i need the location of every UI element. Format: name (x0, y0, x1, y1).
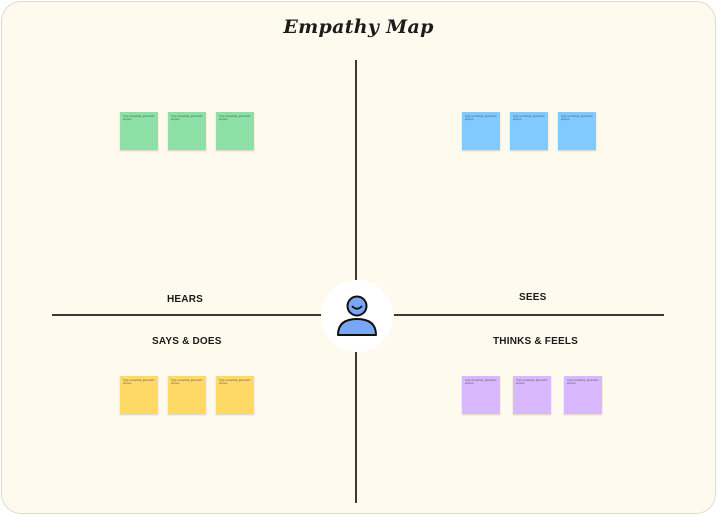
thinks-feels-label: THINKS & FEELS (493, 336, 579, 347)
sticky-note-text: Type something, @mention anyone (219, 379, 251, 386)
sticky-note-text: Type something, @mention anyone (567, 379, 599, 386)
sticky-note-text: Type something, @mention anyone (219, 115, 251, 122)
says-does-sticky-note[interactable]: Type something, @mention anyone (120, 376, 158, 414)
thinks-feels-sticky-note[interactable]: Type something, @mention anyone (513, 376, 551, 414)
sees-label: SEES (519, 292, 547, 303)
sees-sticky-note[interactable]: Type something, @mention anyone (510, 112, 548, 150)
sticky-note-text: Type something, @mention anyone (465, 379, 497, 386)
sticky-note-text: Type something, @mention anyone (171, 379, 203, 386)
sticky-note-text: Type something, @mention anyone (123, 115, 155, 122)
persona-center (321, 280, 393, 352)
hears-label: HEARS (167, 294, 204, 305)
board-title: Empathy Map (283, 16, 434, 38)
says-does-sticky-note[interactable]: Type something, @mention anyone (216, 376, 254, 414)
sees-sticky-note[interactable]: Type something, @mention anyone (558, 112, 596, 150)
thinks-feels-sticky-note[interactable]: Type something, @mention anyone (564, 376, 602, 414)
horizontal-axis-right (394, 314, 664, 316)
sees-sticky-note[interactable]: Type something, @mention anyone (462, 112, 500, 150)
hears-sticky-note[interactable]: Type something, @mention anyone (120, 112, 158, 150)
thinks-feels-sticky-note[interactable]: Type something, @mention anyone (462, 376, 500, 414)
says-does-sticky-note[interactable]: Type something, @mention anyone (168, 376, 206, 414)
says-does-label: SAYS & DOES (152, 336, 222, 347)
sticky-note-text: Type something, @mention anyone (123, 379, 155, 386)
horizontal-axis-left (52, 314, 322, 316)
user-avatar-icon (337, 295, 377, 336)
sticky-note-text: Type something, @mention anyone (513, 115, 545, 122)
hears-sticky-note[interactable]: Type something, @mention anyone (168, 112, 206, 150)
hears-sticky-note[interactable]: Type something, @mention anyone (216, 112, 254, 150)
sticky-note-text: Type something, @mention anyone (561, 115, 593, 122)
sticky-note-text: Type something, @mention anyone (171, 115, 203, 122)
sticky-note-text: Type something, @mention anyone (516, 379, 548, 386)
sticky-note-text: Type something, @mention anyone (465, 115, 497, 122)
